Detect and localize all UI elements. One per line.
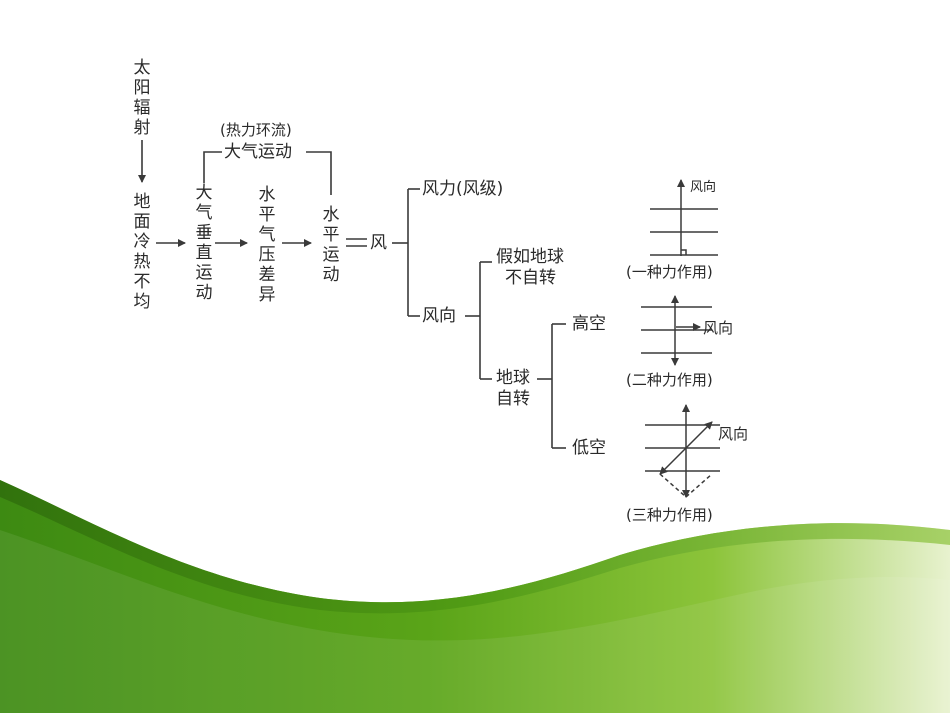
panel-3-wind-label: 风向 — [718, 425, 749, 443]
wind-direction-label: 风向 — [422, 306, 456, 326]
panel-2-caption: (二种力作用) — [626, 371, 713, 389]
wind-force-label: 风力(风级) — [422, 179, 504, 199]
circulation-note: (热力环流) — [220, 121, 292, 139]
no-rotation-line2: 不自转 — [505, 268, 556, 288]
panel-1-caption: (一种力作用) — [626, 263, 713, 281]
uneven-heating-label: 地面冷热不均 — [133, 192, 151, 312]
upper-air-label: 高空 — [572, 314, 606, 334]
pressure-difference-label: 水平气压差异 — [258, 185, 276, 305]
solar-radiation-label: 太阳辐射 — [133, 58, 151, 138]
atmospheric-motion-label: 大气运动 — [224, 142, 292, 162]
horizontal-motion-label: 水平运动 — [322, 205, 340, 285]
earth-rotation-line2: 自转 — [496, 389, 530, 409]
earth-rotation-line1: 地球 — [496, 368, 530, 388]
panel-two-forces — [641, 295, 712, 366]
atmospheric-bracket — [203, 151, 222, 183]
panel-3-caption: (三种力作用) — [626, 506, 713, 524]
no-rotation-line1: 假如地球 — [496, 247, 564, 267]
panel-three-forces — [645, 404, 720, 498]
panel-1-wind-label: 风向 — [690, 180, 717, 195]
low-air-label: 低空 — [572, 438, 606, 458]
panel-one-force — [650, 179, 718, 256]
wind-label: 风 — [370, 233, 387, 253]
panel-2-wind-label: 风向 — [703, 319, 734, 337]
vertical-motion-label: 大气垂直运动 — [195, 183, 213, 303]
